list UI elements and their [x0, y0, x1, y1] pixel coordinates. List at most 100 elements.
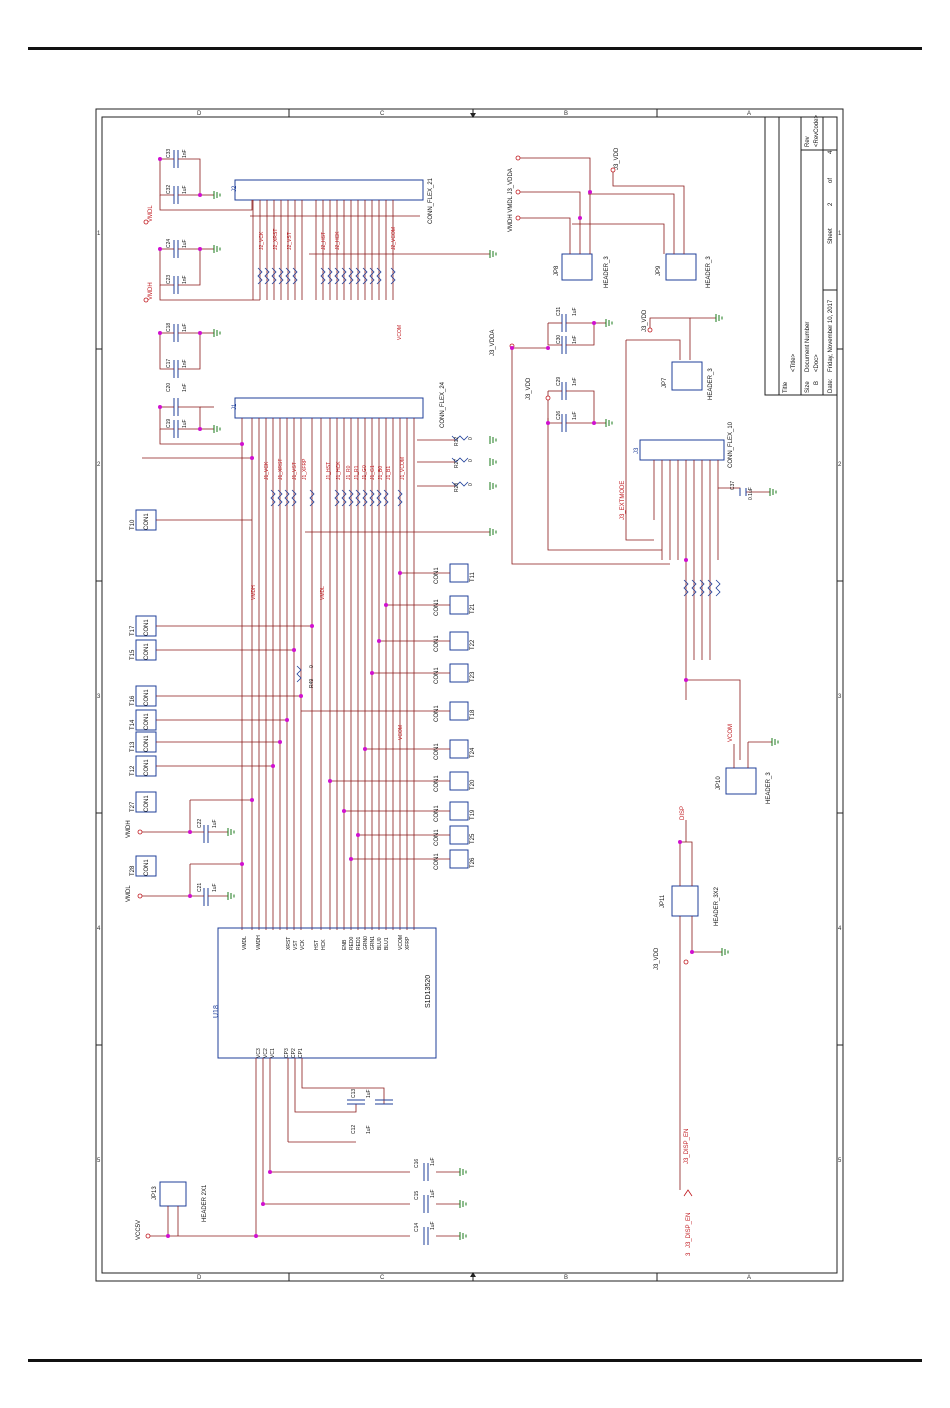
port-arrow — [683, 1189, 693, 1197]
col-number-right: 3 — [838, 694, 842, 700]
jp13-name: HEADER 2X1 — [202, 1184, 208, 1222]
cap-value: 1uF — [366, 1125, 372, 1134]
jp8-ref: JP8 — [554, 265, 560, 276]
cap-value: 1nF — [182, 383, 188, 392]
ic-pin-name: VC1 — [270, 1048, 276, 1058]
of-label: of — [828, 178, 834, 183]
cap-value: 1uF — [182, 239, 188, 248]
j1-side-label: J1_VST — [292, 462, 298, 480]
tp-ref: T19 — [470, 809, 476, 820]
ic-pin-name: VC3 — [256, 1048, 262, 1058]
tp-part: CON1 — [144, 759, 150, 776]
cap-value: 1nF — [572, 335, 578, 344]
tp-ref: T11 — [470, 571, 476, 582]
j3-extmode-label: J3_EXTMODE — [620, 481, 626, 520]
jp9-name: HEADER_3 — [706, 256, 712, 288]
right-tp-labels: T11 CON1 T21 CON1 T22 CON1 T23 CON1 T18 … — [434, 567, 476, 870]
cap-value: 0.1uF — [748, 487, 754, 500]
cap-value: 1nF — [572, 377, 578, 386]
ic-part: S1D13520 — [425, 975, 432, 1008]
j1-ref: J1 — [232, 403, 238, 410]
disp-label: DISP — [680, 806, 686, 820]
col-number-right: 2 — [838, 462, 842, 468]
vmdh-net-label: VMDH — [251, 585, 257, 600]
cap-ref: C14 — [414, 1223, 420, 1232]
cap-ref: C23 — [166, 275, 172, 284]
row-letter-top: C — [380, 111, 385, 117]
j1-side-label: J1_R0 — [346, 465, 352, 480]
j1-side-label: J1_G0 — [362, 465, 368, 480]
j2-side-label: J2_VCOM — [391, 227, 397, 250]
tp-part: CON1 — [434, 805, 440, 822]
cap-value: 1nF — [182, 149, 188, 158]
ic-pin-name: VCK — [300, 939, 306, 950]
tp-part: CON1 — [434, 567, 440, 584]
ic-pin-name: GRN0 — [363, 936, 369, 950]
j1-connector: J1 CONN_FLEX_24 — [142, 381, 490, 930]
title-value: <Title> — [791, 353, 797, 372]
vcc5v-label: VCC5V — [136, 1220, 142, 1240]
jp13-ref: JP13 — [152, 1186, 158, 1200]
j1-name: CONN_FLEX_24 — [440, 381, 446, 428]
tp-ref: T16 — [130, 695, 136, 706]
col-number-left: 3 — [97, 694, 101, 700]
j2-side-label: J2_XRST — [273, 229, 279, 250]
cap-ref: C32 — [166, 185, 172, 194]
resistor-value: 0 — [309, 665, 315, 668]
vmdh-label: VMDH — [126, 820, 132, 838]
junction-dots — [158, 157, 694, 1238]
col-number-left: 4 — [97, 926, 101, 932]
ic-pin-name: BLU0 — [377, 937, 383, 950]
tp-part: CON1 — [434, 829, 440, 846]
of-value: 4 — [828, 150, 834, 154]
cap-ref: C22 — [197, 819, 203, 828]
sheet-label: Sheet — [828, 228, 834, 244]
cap-ref: C21 — [197, 883, 203, 892]
jp9-ref: JP9 — [656, 265, 662, 276]
j2-side-label: J2_VCK — [259, 231, 265, 250]
tp-part: CON1 — [434, 775, 440, 792]
j2-ref: J2 — [232, 185, 238, 192]
cap-ref: C37 — [730, 481, 736, 490]
power-terminals — [137, 155, 689, 1239]
ic-pin-name: VMDL — [242, 936, 248, 950]
j1-side-label: J1_B1 — [386, 466, 392, 480]
j1-side-label: J1_B0 — [378, 466, 384, 480]
j3-disp-en-port: J3_DISP_EN — [686, 1213, 692, 1248]
j3-vdd-label: J3_VDD — [614, 147, 620, 170]
title-label: Title — [783, 381, 789, 393]
j1-side-label: J1_HCK — [336, 461, 342, 480]
tp-ref: T20 — [470, 779, 476, 790]
ground-symbols — [213, 191, 779, 1240]
j3-vdda-label: J3_VDDA — [490, 330, 496, 356]
tp-ref: T15 — [130, 649, 136, 660]
vcom-net-label: VCOM — [398, 725, 404, 740]
vmdl-net-label: VMDL — [320, 586, 326, 600]
j3-name: CONN_FLEX_10 — [728, 421, 734, 468]
tp-ref: T10 — [130, 519, 136, 530]
tp-ref: T12 — [130, 765, 136, 776]
tp-ref: T17 — [130, 625, 136, 636]
cap-value: 1uF — [182, 185, 188, 194]
tp-ref: T25 — [470, 833, 476, 844]
cap-ref: C13 — [351, 1089, 357, 1098]
ic-pin-name: RED1 — [356, 936, 362, 950]
left-cap-wiring — [142, 158, 260, 897]
vmdl-label: VMDL — [126, 885, 132, 902]
cap-value: 1uF — [182, 323, 188, 332]
cap-ref: C26 — [556, 411, 562, 420]
cap-value: 1uF — [366, 1089, 372, 1098]
ic-pin-name: CP3 — [284, 1048, 290, 1058]
ic-ref: U18 — [213, 1005, 220, 1018]
col-number-left: 1 — [97, 231, 101, 237]
tp-part: CON1 — [144, 619, 150, 636]
row-letter-top: B — [564, 111, 568, 117]
resistor-label: R12 — [454, 437, 460, 446]
docnum-value: <Doc> — [814, 354, 820, 372]
ic-pin-name: CP2 — [291, 1048, 297, 1058]
tp-ref: T26 — [470, 857, 476, 868]
ic-pin-name: XRST — [286, 937, 292, 950]
left-power-labels-dark: VMDH VMDL VCC5V — [126, 820, 142, 1240]
tp-part: CON1 — [434, 635, 440, 652]
resistor-label: R27 — [454, 459, 460, 468]
